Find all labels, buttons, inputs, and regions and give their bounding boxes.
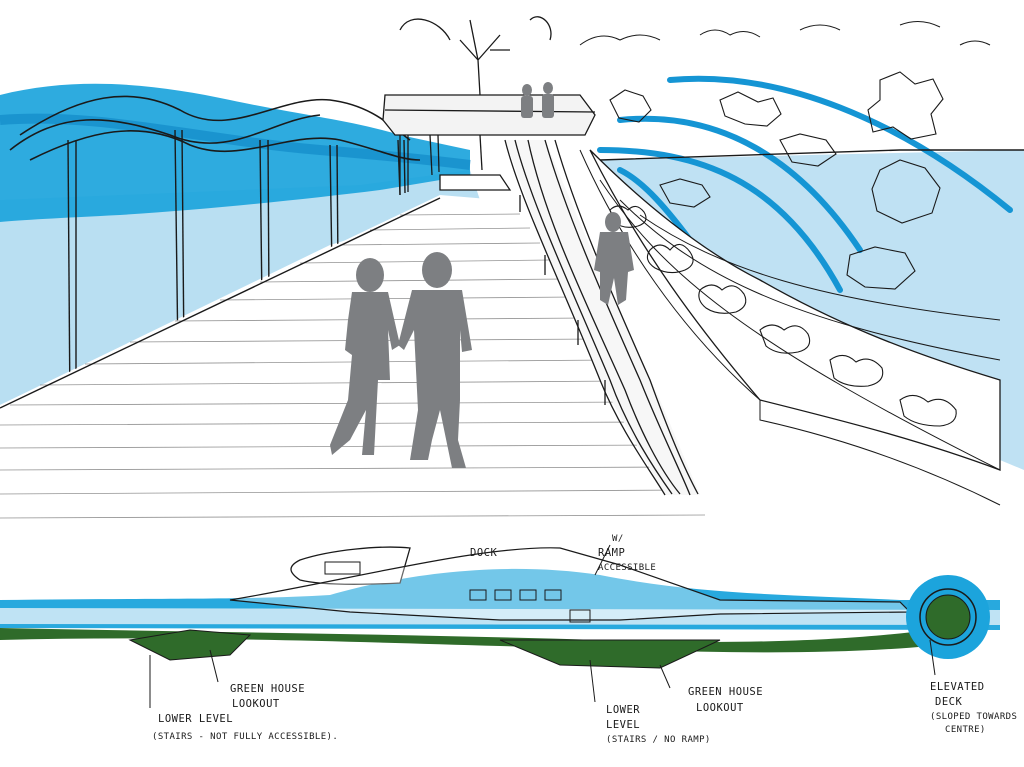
man-head	[422, 252, 452, 288]
water-strokes-left	[0, 83, 470, 222]
couple-figures	[330, 252, 472, 468]
canopy-arcs	[597, 75, 1013, 293]
label-greenhouse-mid-2: Lookout	[696, 702, 744, 714]
woman-body	[330, 292, 400, 455]
distant-person	[594, 212, 634, 305]
woman-head	[356, 258, 384, 292]
plan-water-light	[0, 608, 1000, 625]
perspective-view	[0, 16, 1024, 540]
label-elevated-1: Elevated	[930, 681, 985, 693]
label-elevated-4: centre)	[945, 725, 986, 735]
label-greenhouse-mid-1: Green House	[688, 686, 763, 698]
plan-view: Dock w/ Ramp Accessible Green House Look…	[0, 534, 1017, 745]
label-elevated-3: (sloped towards	[930, 712, 1017, 722]
horizon-line	[599, 149, 1024, 161]
deck-edge-left	[0, 197, 441, 409]
label-ramp-2: Ramp	[598, 547, 625, 559]
label-ramp-1: w/	[612, 534, 624, 544]
elevated-deck	[906, 575, 990, 659]
plan-small-boxes	[469, 589, 591, 623]
trees	[609, 71, 944, 290]
label-lower-mid-2: Level	[606, 719, 640, 731]
sky-scribbles	[579, 21, 991, 46]
water-wash-left	[0, 170, 480, 405]
label-greenhouse-left-2: Lookout	[232, 698, 280, 710]
label-lower-mid-1: Lower	[606, 704, 640, 716]
man-body	[398, 290, 472, 468]
planter-lines	[579, 149, 1001, 506]
label-lower-left-1: Lower Level	[158, 713, 233, 725]
people-on-lookout	[521, 82, 554, 118]
leader-lines	[149, 544, 936, 708]
dock-shape	[290, 546, 411, 585]
label-lower-mid-3: (Stairs / no ramp)	[606, 735, 711, 745]
label-elevated-2: Deck	[935, 696, 962, 708]
label-dock: Dock	[470, 547, 497, 559]
planter-shrubs	[609, 205, 957, 427]
label-ramp-3: Accessible	[598, 563, 656, 573]
canopy-cables	[9, 95, 421, 161]
lower-level-mid	[499, 639, 721, 669]
label-greenhouse-left-1: Green House	[230, 683, 305, 695]
ramp-rails	[504, 139, 699, 496]
label-lower-left-2: (Stairs - not fully accessible).	[152, 732, 338, 742]
lower-level-left	[128, 629, 252, 661]
boardwalk-planks	[0, 213, 706, 519]
